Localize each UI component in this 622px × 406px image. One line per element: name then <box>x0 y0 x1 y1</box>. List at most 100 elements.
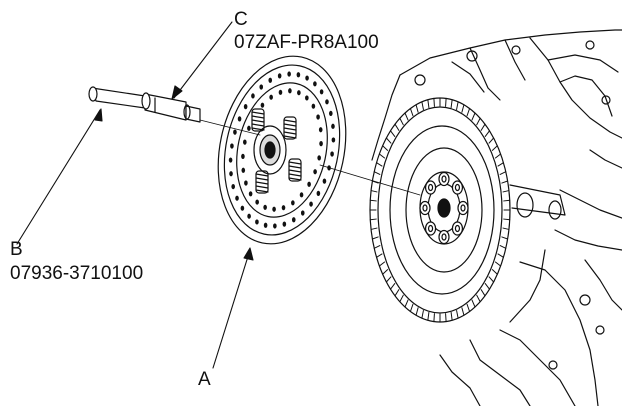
flywheel-bolt <box>457 200 469 216</box>
flywheel-tooth <box>445 97 447 107</box>
flywheel-tooth <box>494 153 502 159</box>
clutch-disc-rivet <box>243 139 247 145</box>
flywheel-tooth <box>369 218 377 221</box>
clutch-disc-rivet <box>243 104 248 110</box>
clutch-disc-rivet <box>255 199 259 205</box>
flywheel-tooth <box>456 309 459 319</box>
flywheel-tooth <box>488 137 495 144</box>
flywheel-tooth <box>480 289 486 297</box>
flywheel-tooth <box>427 311 430 321</box>
clutch-disc-rivet <box>241 167 246 173</box>
leader-arrow-c <box>171 85 183 100</box>
flywheel-tooth <box>371 236 379 240</box>
flywheel-tooth <box>415 307 419 316</box>
clutch-disc-rivet <box>263 204 267 210</box>
flywheel-tooth <box>394 123 400 131</box>
flywheel-tooth <box>501 180 509 184</box>
flywheel-tooth <box>404 112 409 121</box>
clutch-disc-rivet <box>319 141 323 147</box>
clutch-disc-rivet <box>248 191 253 197</box>
flywheel-tooth <box>499 245 507 249</box>
flywheel-tooth <box>378 261 386 267</box>
flywheel-tooth <box>370 227 378 230</box>
clutch-disc-rivet <box>287 71 291 77</box>
clutch-disc-rivet <box>269 94 273 100</box>
clutch-disc-rivet <box>251 93 255 99</box>
leader-arrow-a <box>243 247 254 261</box>
flywheel-tooth <box>369 199 377 202</box>
clutch-disc-rivet <box>228 157 233 163</box>
flywheel-tooth <box>399 294 404 303</box>
flywheel-tooth <box>450 99 453 109</box>
flywheel-tooth <box>399 117 404 126</box>
flywheel-tooth <box>494 261 502 267</box>
flywheel-tooth <box>421 309 424 319</box>
flywheel-tooth <box>433 313 435 323</box>
clutch-disc-rivet <box>313 81 317 87</box>
flywheel-tooth <box>466 303 471 313</box>
clutch-disc-rivet <box>317 155 321 161</box>
flywheel-tooth <box>480 123 486 131</box>
clutch-disc-rivet <box>325 99 329 105</box>
flywheel-bolt-center <box>441 175 447 183</box>
flywheel-tooth <box>491 145 498 151</box>
callout-c-part-number: 07ZAF-PR8A100 <box>234 32 379 53</box>
clutch-disc <box>217 55 347 245</box>
clutch-disc-rivet <box>330 151 334 157</box>
clutch-disc-rivet <box>291 200 295 206</box>
flywheel-bolt-center <box>427 183 434 192</box>
flywheel-tooth <box>390 130 396 137</box>
clutch-damper-spring <box>283 116 297 140</box>
clutch-disc-rivet <box>268 77 273 83</box>
leader-line-a <box>212 249 251 369</box>
flywheel <box>369 97 566 323</box>
clutch-disc-rivet <box>300 210 305 216</box>
flywheel-tooth <box>499 171 507 175</box>
flywheel-tooth <box>502 227 510 230</box>
flywheel-tooth <box>501 236 509 240</box>
clutch-disc-rivet <box>296 72 301 78</box>
flywheel-tooth <box>503 199 511 202</box>
flywheel-tooth <box>484 283 490 290</box>
clutch-disc-rivet <box>281 205 286 211</box>
clutch-disc-rivet <box>278 89 283 95</box>
clutch-disc-rivet <box>247 213 251 219</box>
clutch-disc-rivet <box>240 205 245 211</box>
flywheel-tooth <box>471 299 476 308</box>
flywheel-tooth <box>376 253 383 258</box>
clutch-disc-rivet <box>230 143 234 149</box>
flywheel-tooth <box>373 171 381 175</box>
flywheel-tooth <box>421 101 424 111</box>
flywheel-tooth <box>502 190 510 193</box>
callout-b-letter: B <box>10 239 23 260</box>
leader-arrow-b <box>94 108 103 122</box>
clutch-disc-rivet <box>305 75 309 81</box>
clutch-disc-rivet <box>247 125 251 131</box>
flywheel-tooth <box>373 245 381 249</box>
clutch-damper-spring <box>251 108 265 132</box>
leader-line-c <box>173 21 233 99</box>
clutch-disc-rivet <box>235 195 239 201</box>
flywheel-tooth <box>382 269 389 275</box>
flywheel-tooth <box>445 313 447 323</box>
flywheel-tooth <box>461 104 465 113</box>
flywheel-tooth <box>415 104 419 113</box>
clutch-disc-rivet <box>237 116 242 122</box>
flywheel-tooth <box>433 97 435 107</box>
clutch-disc-rivet <box>329 110 333 117</box>
clutch-disc-rivet <box>241 153 245 159</box>
clutch-disc-rivet <box>322 178 327 184</box>
clutch-disc-rivet <box>259 84 264 90</box>
clutch-disc-rivet <box>331 137 336 143</box>
clutch-disc-rivet <box>229 171 233 177</box>
clutch-disc-rivet <box>311 103 316 109</box>
clutch-disc-rivet <box>297 90 301 96</box>
clutch-disc-rivet <box>291 217 296 223</box>
flywheel-tooth <box>476 117 481 126</box>
clutch-disc-rivet <box>277 73 282 79</box>
clutch-disc-rivet <box>255 219 259 225</box>
alignment-tool <box>88 86 201 123</box>
clutch-disc-rivet <box>316 190 321 196</box>
flywheel-tooth <box>456 101 459 111</box>
flywheel-tooth <box>497 162 504 167</box>
